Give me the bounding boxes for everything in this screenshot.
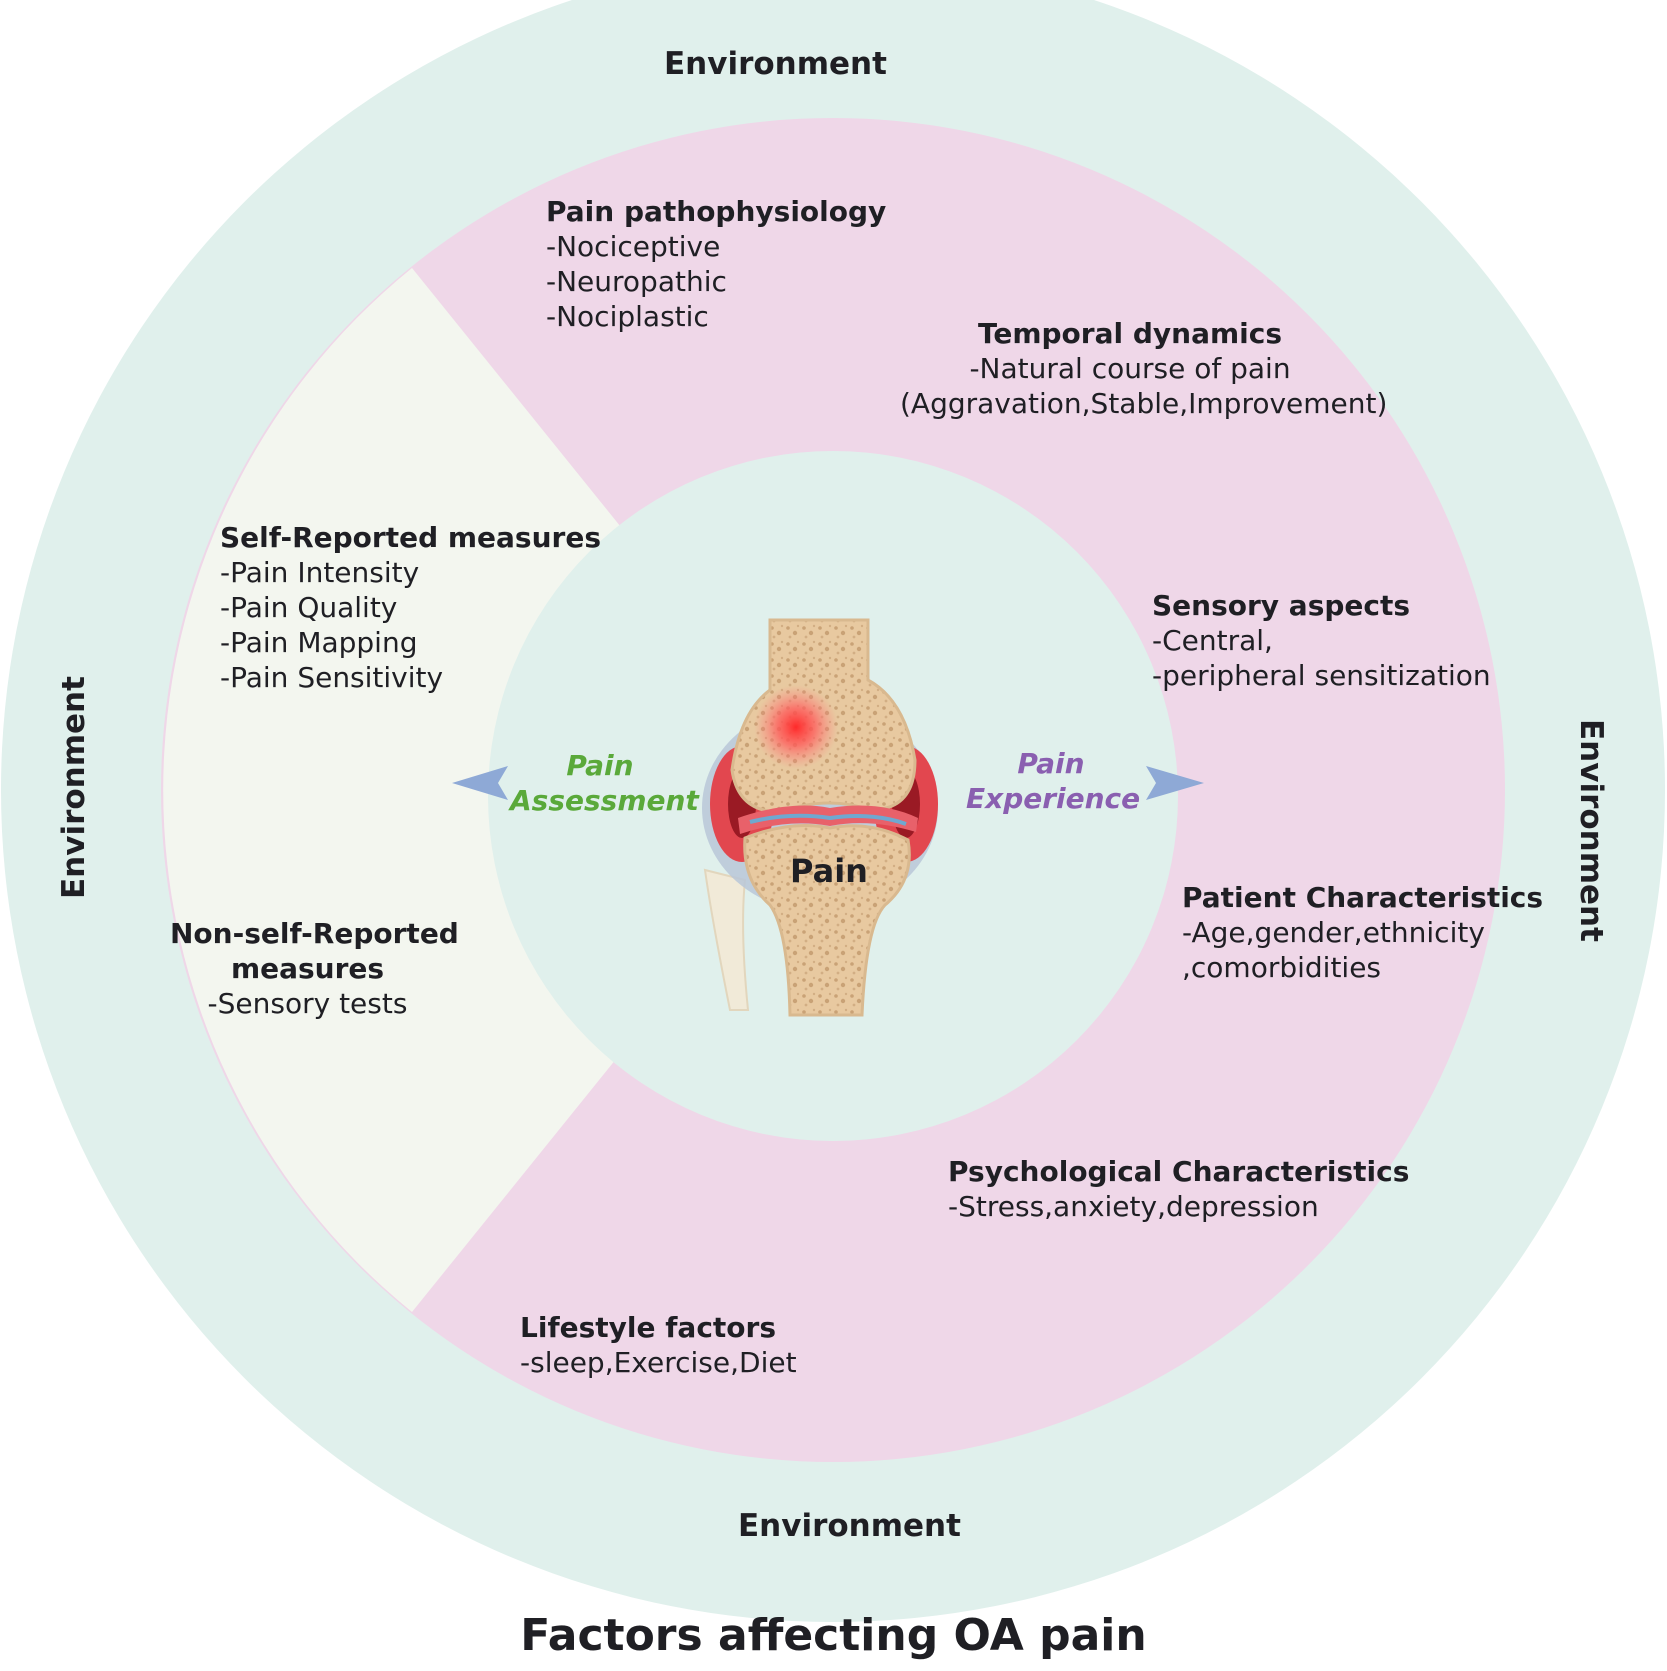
- block-line: -Nociplastic: [546, 300, 709, 333]
- experience-line-1: Pain: [1017, 747, 1085, 780]
- block-line: -Stress,anxiety,depression: [948, 1190, 1319, 1223]
- non-self-reported-block: Non-self-Reported measures -Sensory test…: [170, 916, 459, 1021]
- psychological-characteristics-block: Psychological Characteristics -Stress,an…: [948, 1154, 1409, 1224]
- block-line: -Age,gender,ethnicity: [1182, 916, 1485, 949]
- block-heading: Non-self-Reported: [170, 917, 459, 950]
- block-heading: measures: [230, 952, 385, 985]
- block-line: -Pain Mapping: [220, 626, 418, 659]
- pain-assessment-label: Pain Assessment: [510, 748, 699, 818]
- block-heading: Lifestyle factors: [520, 1311, 777, 1344]
- block-line: -Pain Quality: [220, 591, 398, 624]
- environment-label-right: Environment: [1573, 719, 1609, 942]
- patient-characteristics-block: Patient Characteristics -Age,gender,ethn…: [1182, 880, 1543, 985]
- block-line: -sleep,Exercise,Diet: [520, 1346, 797, 1379]
- block-line: ,comorbidities: [1182, 951, 1382, 984]
- block-heading: Patient Characteristics: [1182, 881, 1544, 914]
- figure-caption: Factors affecting OA pain: [520, 1610, 1147, 1661]
- block-line: (Aggravation,Stable,Improvement): [900, 387, 1388, 420]
- assessment-arrow-icon: [452, 766, 508, 800]
- temporal-dynamics-block: Temporal dynamics -Natural course of pai…: [900, 316, 1388, 421]
- block-heading: Self-Reported measures: [220, 521, 601, 554]
- block-heading: Pain pathophysiology: [546, 195, 887, 228]
- lifestyle-factors-block: Lifestyle factors -sleep,Exercise,Diet: [520, 1310, 797, 1380]
- block-line: -Pain Intensity: [220, 556, 420, 589]
- block-line: -peripheral sensitization: [1152, 659, 1491, 692]
- block-heading: Psychological Characteristics: [948, 1155, 1410, 1188]
- block-line: -Sensory tests: [207, 987, 408, 1020]
- center-pain-label: Pain: [790, 852, 868, 890]
- block-heading: Temporal dynamics: [977, 317, 1283, 350]
- self-reported-measures-block: Self-Reported measures -Pain Intensity -…: [220, 520, 601, 695]
- assessment-line-1: Pain: [566, 749, 634, 782]
- block-line: -Neuropathic: [546, 265, 727, 298]
- environment-label-top: Environment: [664, 46, 887, 82]
- block-line: -Nociceptive: [546, 230, 721, 263]
- assessment-line-2: Assessment: [510, 784, 699, 817]
- pain-pathophysiology-block: Pain pathophysiology -Nociceptive -Neuro…: [546, 194, 886, 334]
- sensory-aspects-block: Sensory aspects -Central, -peripheral se…: [1152, 588, 1491, 693]
- pain-experience-label: Pain Experience: [966, 746, 1141, 816]
- block-line: -Central,: [1152, 624, 1273, 657]
- block-line: -Pain Sensitivity: [220, 661, 444, 694]
- experience-arrow-icon: [1146, 766, 1204, 800]
- environment-label-bottom: Environment: [738, 1508, 961, 1544]
- block-line: -Natural course of pain: [969, 352, 1291, 385]
- knee-joint-illustration: [702, 618, 938, 1017]
- environment-label-left: Environment: [56, 676, 92, 899]
- block-heading: Sensory aspects: [1152, 589, 1411, 622]
- experience-line-2: Experience: [966, 782, 1141, 815]
